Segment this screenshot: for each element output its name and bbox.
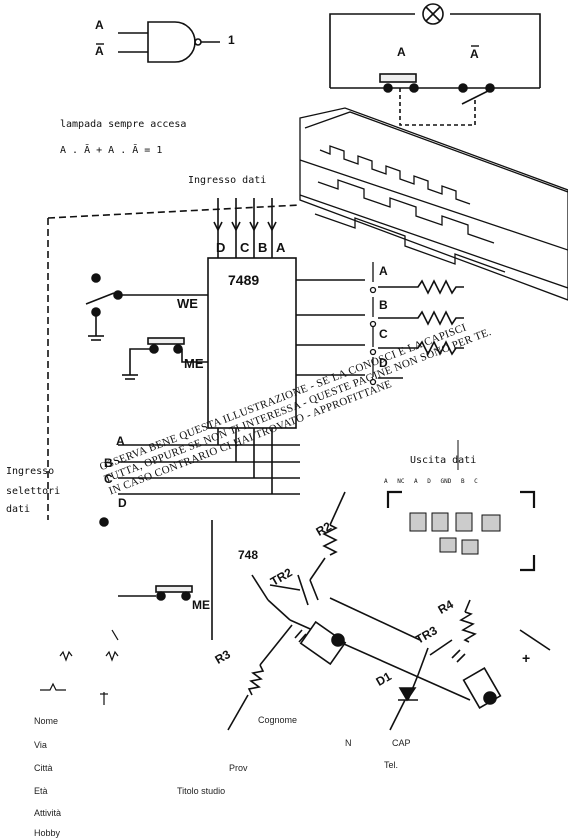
selector-label-1: Ingresso (6, 466, 55, 477)
form-citta-label: Città (34, 763, 53, 773)
form-tel-label: Tel. (384, 760, 399, 770)
gate-input-not-a: A (95, 44, 104, 58)
form-cap-label: CAP (392, 738, 411, 748)
lamp-circuit (329, 3, 541, 126)
address-d: D (118, 496, 127, 510)
output-panel-title: Uscita dati (410, 455, 477, 466)
address-a: A (116, 434, 125, 448)
output-b: B (379, 298, 388, 312)
chip-7489 (207, 257, 297, 429)
nand-gate (118, 21, 220, 63)
form-nome-label: Nome (34, 716, 59, 726)
output-a: A (379, 264, 388, 278)
input-c: C (240, 240, 250, 255)
chip-label: 7489 (228, 272, 260, 288)
output-d: D (379, 356, 388, 370)
form-hobby-label: Hobby (34, 828, 61, 838)
form-titolo-label: Titolo studio (177, 786, 226, 796)
input-b: B (258, 240, 268, 255)
address-b: B (104, 456, 113, 470)
form-via-label: Via (34, 740, 47, 750)
gate-input-a: A (95, 18, 104, 32)
we-label: WE (177, 296, 198, 311)
truth-caption: lampada sempre accesa (60, 119, 187, 130)
chip2-label: 748 (238, 548, 259, 562)
form-cognome-label: Cognome (258, 715, 298, 725)
input-a: A (276, 240, 286, 255)
switch-a-label: A (397, 45, 406, 59)
gate-output: 1 (228, 33, 235, 47)
waveform-sheet (299, 107, 568, 301)
address-c: C (104, 472, 113, 486)
switch-not-a-label: A (470, 47, 479, 61)
output-panel-pins: A NC A D GND B C (384, 478, 478, 485)
plus-sign: + (522, 650, 531, 666)
form-eta-label: Età (34, 786, 48, 796)
truth-equation: A . Ā + A . Ā = 1 (60, 145, 163, 156)
selector-label-2: selettori (6, 486, 61, 497)
form-attivita-label: Attività (34, 808, 62, 818)
form-prov-label: Prov (229, 763, 248, 773)
form-n-label: N (345, 738, 352, 748)
selector-label-3: dati (6, 504, 31, 515)
input-d: D (216, 240, 226, 255)
data-input-label: Ingresso dati (188, 175, 267, 186)
output-c: C (379, 327, 388, 341)
me-label: ME (184, 356, 204, 371)
transistor-circuit (227, 488, 568, 760)
me2-label: ME (192, 598, 210, 612)
